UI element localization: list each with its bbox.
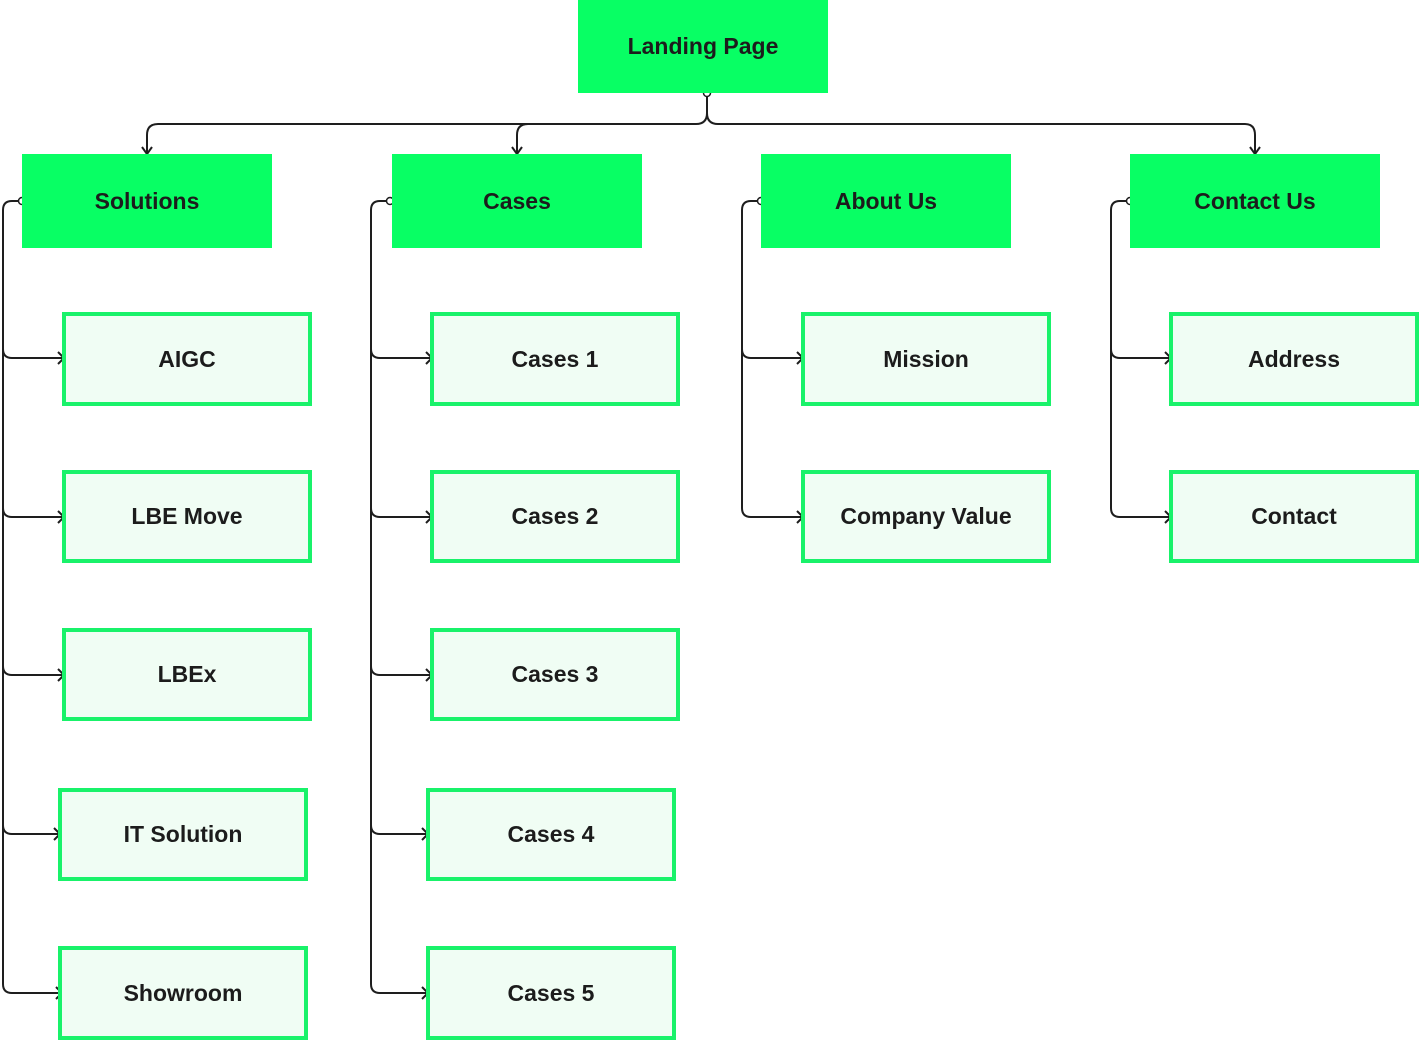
child-node-label: Company Value bbox=[840, 503, 1012, 529]
solutions-connectors bbox=[2, 196, 66, 1000]
child-node-label: Mission bbox=[883, 345, 969, 372]
child-node-label: Address bbox=[1247, 345, 1341, 372]
child-node-cases-3: Cases 3 bbox=[430, 628, 680, 721]
child-node-label: Cases 5 bbox=[507, 979, 595, 1006]
child-node-aigc: AIGC bbox=[62, 312, 312, 406]
root-connectors bbox=[141, 88, 1261, 155]
child-node-mission: Mission bbox=[801, 312, 1051, 406]
section-node-solutions: Solutions bbox=[22, 154, 272, 248]
child-node-label: LBEx bbox=[157, 661, 217, 687]
child-node-address: Address bbox=[1169, 312, 1419, 406]
child-node-label: LBE Move bbox=[131, 503, 243, 529]
child-node-contact: Contact bbox=[1169, 470, 1419, 563]
section-node-contact-us: Contact Us bbox=[1130, 154, 1380, 248]
child-node-label: Showroom bbox=[123, 979, 243, 1006]
section-node-label: Cases bbox=[483, 187, 551, 214]
child-node-it-solution: IT Solution bbox=[58, 788, 308, 881]
child-node-cases-4: Cases 4 bbox=[426, 788, 676, 881]
child-node-label: Cases 3 bbox=[511, 661, 599, 687]
child-node-label: AIGC bbox=[158, 345, 216, 372]
child-node-lbex: LBEx bbox=[62, 628, 312, 721]
root-node-label: Landing Page bbox=[627, 33, 779, 59]
child-node-label: Cases 2 bbox=[511, 503, 599, 529]
child-node-company-value: Company Value bbox=[801, 470, 1051, 563]
child-node-label: Cases 4 bbox=[507, 821, 595, 847]
root-node-landing-page: Landing Page bbox=[578, 0, 828, 93]
section-node-cases: Cases bbox=[392, 154, 642, 248]
child-node-label: IT Solution bbox=[123, 821, 243, 847]
child-node-lbe-move: LBE Move bbox=[62, 470, 312, 563]
cases-connectors bbox=[370, 196, 434, 1000]
section-node-about-us: About Us bbox=[761, 154, 1011, 248]
child-node-cases-2: Cases 2 bbox=[430, 470, 680, 563]
section-node-label: About Us bbox=[834, 187, 938, 214]
child-node-label: Cases 1 bbox=[511, 345, 599, 372]
child-node-cases-1: Cases 1 bbox=[430, 312, 680, 406]
child-node-cases-5: Cases 5 bbox=[426, 946, 676, 1040]
child-node-showroom: Showroom bbox=[58, 946, 308, 1040]
section-node-label: Contact Us bbox=[1194, 187, 1316, 214]
child-node-label: Contact bbox=[1251, 503, 1337, 529]
section-node-label: Solutions bbox=[94, 187, 200, 214]
